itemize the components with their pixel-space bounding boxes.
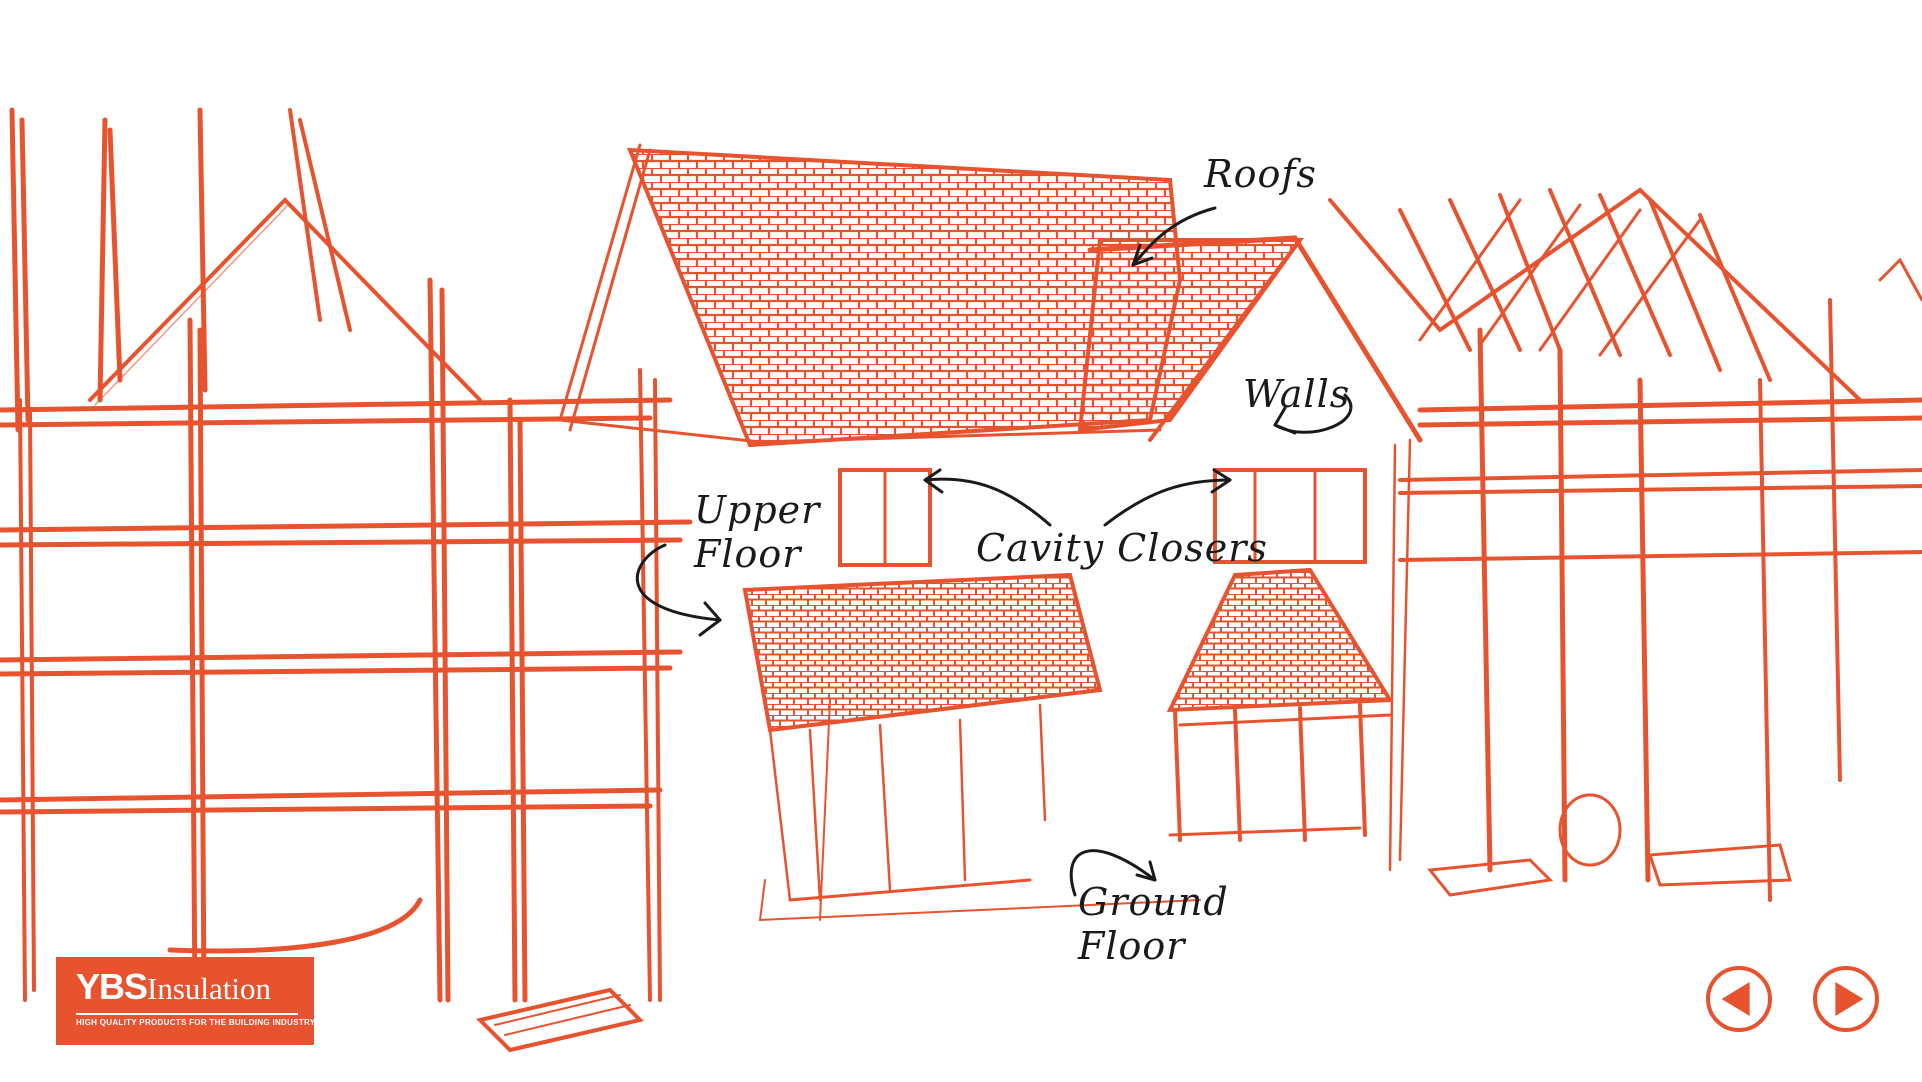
upper-floor-arrow <box>635 543 722 622</box>
logo-tagline: HIGH QUALITY PRODUCTS FOR THE BUILDING I… <box>76 1018 316 1027</box>
ground-floor-label-line2: Floor <box>1078 924 1186 968</box>
ground-floor-label-line1: Ground <box>1078 880 1229 924</box>
right-scaffold <box>1328 187 1922 902</box>
upper-floor-label-line1: Upper <box>694 488 821 532</box>
ground-floor-arrow <box>1069 849 1157 897</box>
roofs-arrow <box>1131 206 1217 267</box>
left-scaffold <box>0 107 693 1053</box>
ybs-insulation-logo: YBSInsulation HIGH QUALITY PRODUCTS FOR … <box>56 957 316 1045</box>
logo-divider <box>76 1013 298 1015</box>
cavity-right-arrow <box>1103 478 1232 527</box>
logo-wordmark: YBSInsulation <box>76 969 300 1007</box>
cavity-left-arrow <box>923 477 1052 527</box>
next-slide-button[interactable] <box>1813 966 1879 1032</box>
logo-brand-bold: YBS <box>76 966 148 1007</box>
upper-floor-label-line2: Floor <box>694 532 802 576</box>
roofs-label[interactable]: Roofs <box>1204 152 1317 196</box>
triangle-right-icon <box>1835 982 1864 1016</box>
walls-label[interactable]: Walls <box>1243 372 1351 416</box>
previous-slide-button[interactable] <box>1706 966 1772 1032</box>
logo-brand-rest: Insulation <box>147 971 272 1006</box>
triangle-left-icon <box>1721 982 1750 1016</box>
main-house <box>558 143 1423 922</box>
ground-floor-label[interactable]: Ground Floor <box>1078 880 1229 968</box>
cavity-closers-label[interactable]: Cavity Closers <box>976 526 1268 570</box>
upper-floor-label[interactable]: Upper Floor <box>694 488 820 576</box>
annotation-arrows <box>635 206 1353 897</box>
